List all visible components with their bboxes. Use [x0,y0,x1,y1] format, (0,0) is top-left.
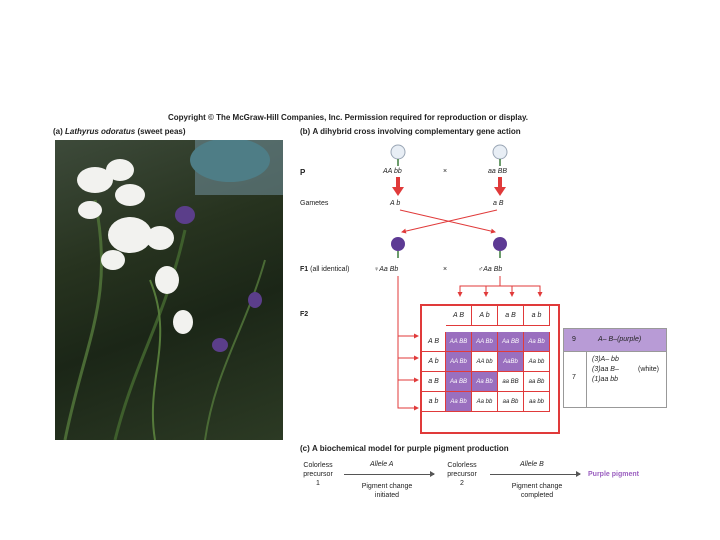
precursor-2-number: 2 [460,480,464,487]
punnett-cell: aa Bb [524,372,550,392]
punnett-row-header: A b [422,352,446,372]
panel-a-caption: (a) Lathyrus odoratus (sweet peas) [53,127,186,136]
phenotype-ratio-box: 9 A– B–(purple) 7 (3)A– bb (3)aa B– (1)a… [563,328,667,408]
step1-note-line1: Pigment change [361,483,413,490]
punnett-col-header: A b [472,306,498,326]
step2-note-line1: Pigment change [511,483,563,490]
purple-flower-right-icon [493,237,507,258]
punnett-cell: AA bb [472,352,498,372]
copyright-notice: Copyright © The McGraw-Hill Companies, I… [168,113,529,122]
precursor-1-line2: precursor [303,471,333,478]
precursor-1: Colorless precursor 1 [298,461,338,488]
punnett-col-header: a b [524,306,550,326]
panel-b-caption: (b) A dihybrid cross involving complemen… [300,127,521,136]
panel-b-title: A dihybrid cross involving complementary… [312,127,521,136]
gametes-label: Gametes [300,200,329,207]
f1-note: (all identical) [310,266,350,273]
panel-c-title: A biochemical model for purple pigment p… [312,444,509,453]
white-flower-right-icon [492,144,508,166]
step2-arrowhead [576,471,581,477]
sweet-pea-illustration [63,140,283,440]
cross-diagram [390,144,543,411]
punnett-cell: aa bb [524,392,550,412]
white-flower-left-icon [390,144,406,166]
panel-a-label: (a) [53,127,63,136]
punnett-cell: AA BB [446,332,472,352]
punnett-cell: Aa bb [524,352,550,372]
purple-flower-left-icon [391,237,405,258]
step1-arrow [344,474,434,475]
white-genotype-3: (1)aa bb [592,376,619,383]
purple-pigment-label: Purple pigment [588,471,639,478]
white-phenotype-label: (white) [638,366,660,373]
panel-a-title: Lathyrus odoratus [65,127,136,136]
punnett-cell: Aa BB [446,372,472,392]
allele-b-label: Allele B [520,461,544,468]
precursor-1-number: 1 [316,480,320,487]
sweet-pea-photo [55,140,283,440]
p-cross-symbol: × [443,168,448,175]
purple-genotype: A– B–(purple) [598,336,642,343]
step1-note: Pigment change initiated [352,482,422,500]
punnett-col-header: A B [446,306,472,326]
punnett-cell: Aa Bb [472,372,498,392]
punnett-cell: AA Bb [446,352,472,372]
white-count: 7 [572,374,576,381]
white-genotype-2: (3)aa B– [592,366,619,373]
allele-a-label: Allele A [370,461,394,468]
f1-caption: F1 (all identical) [300,266,349,273]
punnett-cell: Aa bb [472,392,498,412]
precursor-2-line1: Colorless [447,462,477,469]
punnett-cell: AA Bb [472,332,498,352]
p-left-genotype: AA bb [383,168,402,175]
step2-note-line2: completed [520,492,554,499]
f2-label: F2 [300,311,309,318]
panel-c-label: (c) [300,444,310,453]
panel-a-suffix: (sweet peas) [137,127,186,136]
step2-note: Pigment change completed [500,482,574,500]
panel-c-caption: (c) A biochemical model for purple pigme… [300,444,509,453]
f1-cross-symbol: × [443,266,448,273]
punnett-row-header: A B [422,332,446,352]
white-genotype-1: (3)A– bb [592,356,619,363]
precursor-1-line1: Colorless [303,462,333,469]
step1-arrowhead [430,471,435,477]
p-right-genotype: aa BB [488,168,508,175]
precursor-2: Colorless precursor 2 [440,461,484,488]
punnett-col-header: a B [498,306,524,326]
f1-label: F1 [300,266,309,273]
step2-arrow [490,474,580,475]
panel-b-label: (b) [300,127,311,136]
punnett-cell: aa Bb [498,392,524,412]
purple-count: 9 [572,336,576,343]
gamete-left: A b [390,200,401,207]
punnett-cell: Aa Bb [446,392,472,412]
punnett-cell: aa BB [498,372,524,392]
step1-note-line2: initiated [374,492,400,499]
gamete-right: a B [493,200,504,207]
punnett-cell: Aa Bb [524,332,550,352]
f1-male-genotype: ♂Aa Bb [478,266,503,273]
punnett-cell: AaBb [498,352,524,372]
f1-female-genotype: ♀Aa Bb [374,266,399,273]
p-label: P [300,168,306,177]
punnett-cell: Aa BB [498,332,524,352]
punnett-row-header: a b [422,392,446,412]
punnett-row-header: a B [422,372,446,392]
precursor-2-line2: precursor [447,471,477,478]
